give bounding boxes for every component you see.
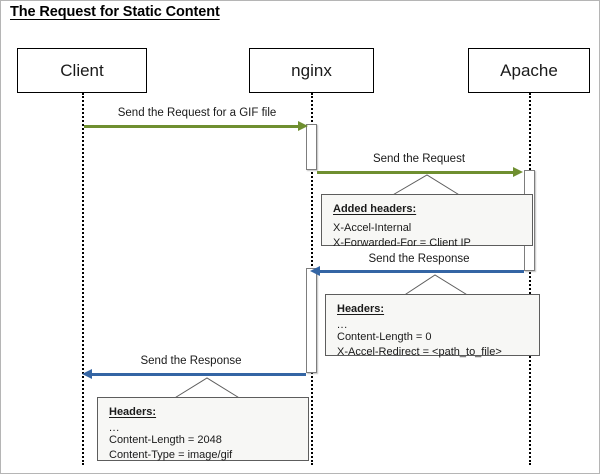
note-response-headers-nginx: Headers: ... Content-Length = 0 X-Accel-…: [325, 294, 540, 358]
note-line-2-2: Content-Length = 0: [337, 331, 432, 343]
note-line-3-3: Content-Type = image/gif: [109, 449, 233, 461]
message-arrow-4: [82, 369, 306, 379]
message-label-1: Send the Request for a GIF file: [117, 107, 277, 119]
participant-box-client: Client: [17, 48, 147, 93]
message-shaft-2: [317, 171, 514, 174]
note-added-headers: Added headers: X-Accel-Internal X-Forwar…: [321, 194, 533, 249]
activation-bar-nginx-1: [306, 124, 317, 170]
message-label-3: Send the Response: [368, 253, 470, 265]
participant-label-nginx: nginx: [291, 60, 332, 80]
activation-bar-nginx-2: [306, 268, 317, 373]
lifeline-apache: [529, 93, 531, 465]
message-arrow-2: [317, 167, 523, 177]
message-label-2: Send the Request: [372, 153, 466, 165]
note-line-2-3: X-Accel-Redirect = <path_to_file>: [337, 346, 502, 358]
note-title-2: Headers:: [337, 303, 385, 315]
message-shaft-3: [319, 270, 524, 273]
participant-box-apache: Apache: [468, 48, 590, 93]
note-line-1-1: X-Accel-Internal: [333, 222, 412, 234]
note-title-1: Added headers:: [333, 203, 417, 215]
note-response-headers-client: Headers: ... Content-Length = 2048 Conte…: [97, 397, 309, 461]
message-arrow-1: [84, 121, 308, 131]
note-line-2-1: ...: [337, 319, 348, 331]
participant-label-client: Client: [60, 60, 104, 80]
message-arrow-3: [310, 266, 524, 276]
message-shaft-1: [84, 125, 299, 128]
message-label-4: Send the Response: [140, 355, 242, 367]
note-line-1-2: X-Forwarded-For = Client IP: [333, 237, 471, 249]
note-title-3: Headers:: [109, 406, 157, 418]
message-shaft-4: [91, 373, 306, 376]
message-arrowhead-3: [310, 266, 320, 276]
note-line-3-1: ...: [109, 422, 120, 434]
participant-label-apache: Apache: [500, 60, 558, 80]
note-line-3-2: Content-Length = 2048: [109, 434, 222, 446]
page-title: The Request for Static Content: [10, 4, 220, 20]
lifeline-client: [82, 93, 84, 465]
message-arrowhead-1: [298, 121, 308, 131]
participant-box-nginx: nginx: [249, 48, 374, 93]
message-arrowhead-4: [82, 369, 92, 379]
message-arrowhead-2: [513, 167, 523, 177]
